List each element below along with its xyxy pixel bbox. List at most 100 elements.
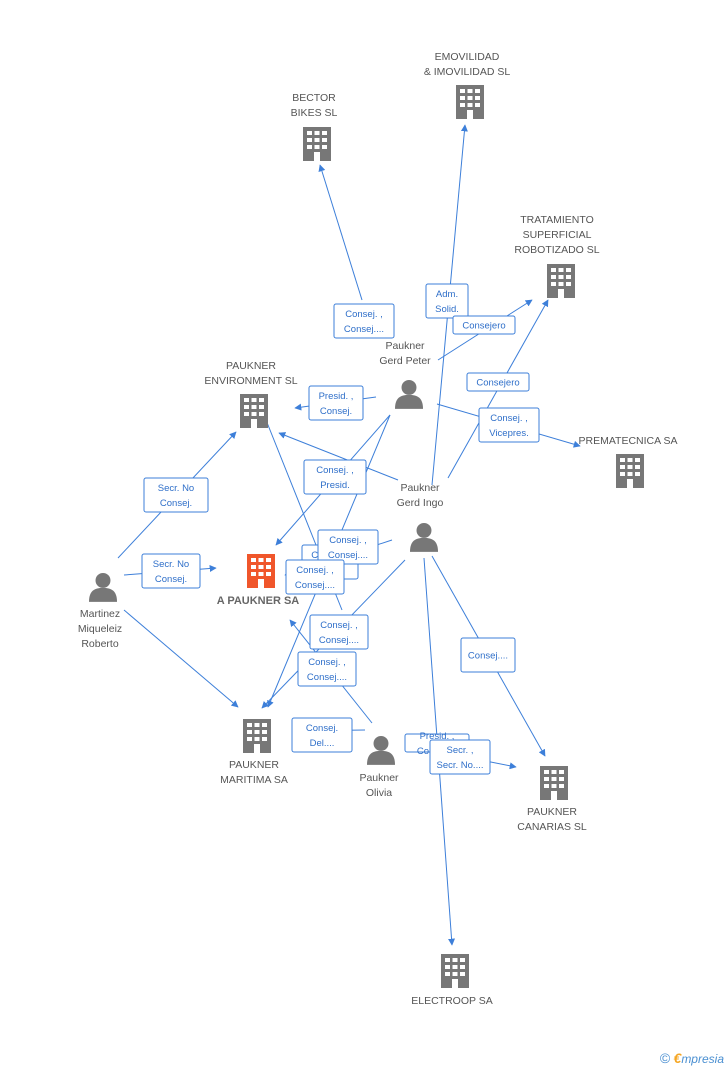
edge-label-text: Presid. ,	[319, 391, 354, 402]
company-node-electro[interactable]: ELECTROOP SA	[411, 954, 493, 1007]
edge-label[interactable]: Consej. ,Consej....	[333, 303, 395, 339]
edge-label-text: Consej. ,	[308, 657, 346, 668]
edge-label[interactable]: Consej. , Consej....	[317, 529, 379, 565]
person-label: Martinez	[80, 608, 120, 620]
edge-label[interactable]: Secr. No Consej.	[143, 477, 209, 513]
building-icon	[441, 954, 469, 988]
company-node-emov[interactable]: EMOVILIDAD& IMOVILIDAD SL	[424, 51, 511, 119]
edge-label-box	[285, 559, 345, 595]
edge-label[interactable]: Consejero	[466, 372, 530, 392]
company-label: ROBOTIZADO SL	[514, 244, 599, 256]
edge-label-text: Consejero	[476, 378, 519, 389]
company-label: BECTOR	[292, 92, 336, 104]
edge-label-text: Presid.	[320, 480, 350, 491]
edge-line	[123, 609, 239, 708]
edge-label-text: Secr. No	[153, 559, 189, 570]
company-label: A PAUKNER SA	[217, 595, 300, 607]
edge-label[interactable]: Consej. , Presid.	[303, 459, 367, 495]
edge-label-box	[460, 637, 516, 673]
person-label: Paukner	[359, 772, 399, 784]
edge-label-text: Secr. No	[158, 483, 194, 494]
edge-label-box	[308, 385, 364, 421]
edge-label[interactable]: Consej. ,Vicepres.	[478, 407, 540, 443]
company-node-prema[interactable]: PREMATECNICA SA	[579, 435, 678, 488]
edge-label-box	[303, 459, 367, 495]
copyright-icon: ©	[659, 1050, 671, 1066]
edge-label[interactable]: Consejero	[452, 315, 516, 335]
edge-label-text: Consej. ,	[345, 309, 383, 320]
edge-label-text: Consej....	[468, 651, 508, 662]
edge-label-box	[317, 529, 379, 565]
person-label: Paukner	[385, 340, 425, 352]
edge-label-text: Solid.	[435, 304, 459, 315]
edge-label-text: Consej....	[328, 550, 368, 561]
edge-label[interactable]: Consej. Del....	[291, 717, 353, 753]
building-icon	[540, 766, 568, 800]
edge-label[interactable]: Adm.Solid.	[425, 283, 469, 319]
edge-label[interactable]: Consej. ,Consej....	[297, 651, 357, 687]
edge-label-box	[141, 553, 201, 589]
edge-label-box	[291, 717, 353, 753]
edge-label-text: Consej.	[160, 498, 192, 509]
edge-label-text: Del....	[310, 738, 335, 749]
company-label: PREMATECNICA SA	[579, 435, 678, 447]
edge-label-box	[333, 303, 395, 339]
edge-label-text: Consej....	[319, 635, 359, 646]
edge-label-box	[429, 739, 491, 775]
company-label: PAUKNER	[527, 806, 577, 818]
edge-label-text: Secr. No....	[437, 760, 484, 771]
person-icon	[410, 523, 438, 552]
brand-footer: © €mpresia	[660, 1050, 724, 1066]
edge-label-text: Vicepres.	[489, 428, 528, 439]
building-icon	[240, 394, 268, 428]
edge-label-text: Consej. ,	[316, 465, 354, 476]
edge-label[interactable]: Secr. , Secr. No....	[429, 739, 491, 775]
company-label: PAUKNER	[226, 360, 276, 372]
company-label: SUPERFICIAL	[523, 229, 592, 241]
edge-line	[278, 432, 399, 481]
building-icon	[247, 554, 275, 588]
edge-label[interactable]: Consej....	[460, 637, 516, 673]
edge-label-text: Consej.	[320, 406, 352, 417]
edge-label[interactable]: Presid. , Consej.	[308, 385, 364, 421]
edge-label-text: Consejero	[462, 321, 505, 332]
edge-label-text: Consej. ,	[329, 535, 367, 546]
edge-label-text: Presid. ,	[420, 731, 455, 742]
person-label: Gerd Peter	[379, 355, 431, 367]
brand-name: mpresia	[681, 1052, 724, 1066]
building-icon	[243, 719, 271, 753]
company-label: MARITIMA SA	[220, 774, 288, 786]
person-label: Roberto	[81, 638, 119, 650]
building-icon	[456, 85, 484, 119]
company-node-apauk[interactable]: A PAUKNER SA	[217, 554, 300, 607]
edge-label[interactable]: Consej. ,Consej....	[285, 559, 345, 595]
edge-label-text: Consej....	[295, 580, 335, 591]
edge-label-box	[297, 651, 357, 687]
edge-label[interactable]: Consej. ,Consej....	[309, 614, 369, 650]
edge-label-box	[466, 372, 530, 392]
edge-label-box	[309, 614, 369, 650]
edge-labels-layer: Consej. ,Consej....Adm.Solid.ConsejeroCo…	[141, 283, 540, 775]
edge-line	[318, 164, 363, 301]
person-icon	[367, 736, 395, 765]
building-icon	[303, 127, 331, 161]
person-label: Paukner	[400, 482, 440, 494]
person-icon	[395, 380, 423, 409]
edge-label-text: Secr. ,	[447, 745, 474, 756]
person-label: Miqueleiz	[78, 623, 122, 635]
edge-label-text: Consej.	[306, 723, 338, 734]
person-label: Gerd Ingo	[397, 497, 444, 509]
edge-label-box	[425, 283, 469, 319]
edge-label-box	[478, 407, 540, 443]
person-icon	[89, 573, 117, 602]
